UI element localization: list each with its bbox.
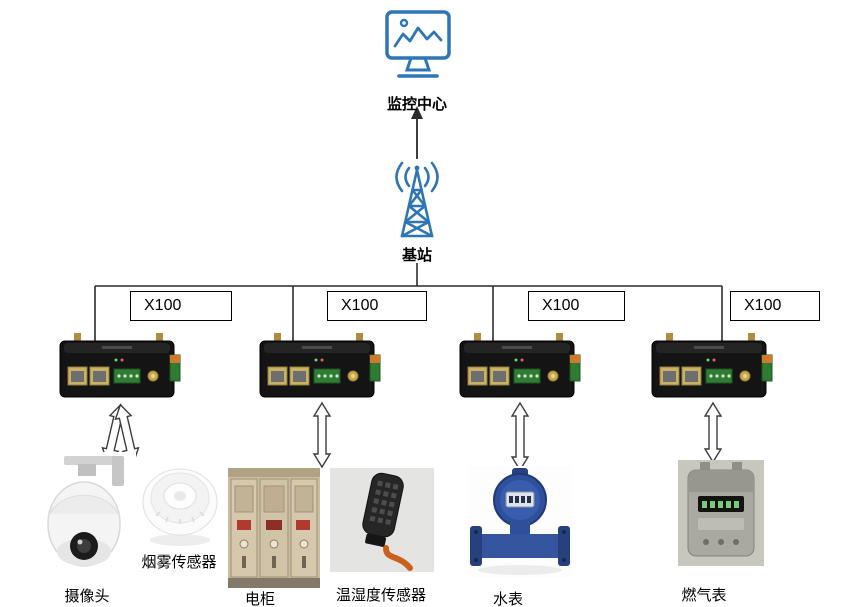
- temp-humidity-sensor-photo: [330, 468, 434, 572]
- bidirectional-arrow-water: [510, 401, 530, 472]
- ptz-camera-photo: [38, 452, 136, 586]
- water-meter-label: 水表: [492, 591, 524, 607]
- camera-label: 摄像头: [64, 588, 110, 605]
- bidirectional-arrow-gas: [703, 401, 723, 464]
- smoke-sensor-photo: [142, 468, 218, 546]
- x100-router-image-3: [459, 333, 581, 398]
- bidirectional-arrow-cabinet: [312, 401, 332, 469]
- smoke-sensor-label: 烟雾传感器: [141, 554, 217, 571]
- monitoring-center-label: 监控中心: [386, 96, 448, 113]
- router-model-box-1: X100: [130, 291, 232, 321]
- gas-meter-photo: [678, 460, 764, 566]
- x100-router-image-4: [651, 333, 773, 398]
- water-meter-photo: [468, 466, 572, 578]
- antenna-tower-icon: [395, 161, 439, 238]
- x100-router-image-1: [59, 333, 181, 398]
- uplink-arrowhead: [411, 106, 423, 119]
- gas-meter-label: 燃气表: [681, 587, 727, 604]
- meter-display: [505, 491, 535, 508]
- cabinet-label: 电柜: [244, 591, 276, 607]
- x100-router-image-2: [259, 333, 381, 398]
- temp-humidity-label: 温湿度传感器: [335, 587, 427, 604]
- base-station-label: 基站: [401, 247, 433, 264]
- router-model-box-2: X100: [327, 291, 427, 321]
- router-model-box-4: X100: [730, 291, 820, 321]
- sensor-cable: [383, 545, 413, 571]
- electric-cabinet-photo: [228, 468, 320, 588]
- router-model-box-3: X100: [528, 291, 625, 321]
- monitor-chart-icon: [385, 10, 451, 78]
